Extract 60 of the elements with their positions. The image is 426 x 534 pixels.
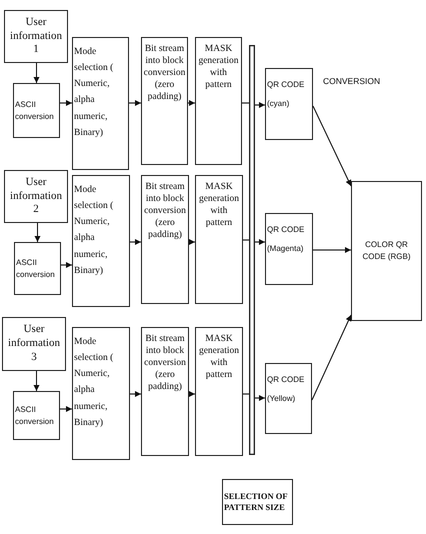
arrow (130, 239, 142, 245)
box-label: Mode selection ( Numeric, alpha numeric, Binary) (74, 336, 114, 430)
process-box (72, 37, 129, 170)
box-label: User information 3 (7, 323, 61, 365)
arrow (254, 395, 266, 401)
arrow (60, 262, 72, 268)
box-label: User information 2 (9, 176, 63, 218)
process-box (2, 317, 66, 371)
process-box (13, 391, 60, 440)
process-box (265, 68, 313, 140)
arrow (254, 102, 266, 108)
box-label: MASK generation with pattern (197, 44, 240, 92)
box-label: Bit stream into block conversion (zero padding) (143, 182, 187, 242)
box-label: User information 1 (9, 16, 63, 58)
arrow (188, 391, 196, 397)
arrow (60, 100, 72, 106)
arrow (254, 239, 266, 245)
arrow (34, 222, 40, 242)
arrow (312, 247, 352, 253)
process-box (265, 363, 312, 434)
arrow (34, 62, 40, 84)
process-box (4, 10, 68, 63)
box-label: ASCII conversion (15, 404, 55, 428)
box-label: QR CODE (Magenta) (267, 224, 306, 256)
arrow (60, 406, 72, 412)
process-box (141, 327, 189, 456)
box-label: MASK generation with pattern (198, 182, 240, 230)
box-label: Bit stream into block conversion (zero padding) (143, 44, 186, 104)
arrow (34, 370, 40, 392)
process-box (72, 327, 130, 460)
vertical-bar (249, 45, 255, 455)
process-box (4, 170, 68, 223)
box-label: QR CODE (cyan) (267, 79, 306, 110)
process-box (72, 175, 130, 307)
box-label: Mode selection ( Numeric, alpha numeric, Binary) (74, 46, 114, 140)
box-label: MASK generation with pattern (198, 334, 240, 382)
arrow (312, 314, 352, 400)
box-label: SELECTION OF PATTERN SIZE (224, 491, 288, 513)
note-box (222, 479, 293, 525)
process-box (195, 175, 243, 304)
process-box (265, 213, 313, 285)
box-label: ASCII conversion (15, 98, 55, 122)
box-label: COLOR QR CODE (RGB) (362, 239, 412, 263)
process-box (141, 37, 188, 165)
annotation-label: CONVERSION (323, 76, 380, 86)
process-box (141, 175, 189, 304)
box-label: Mode selection ( Numeric, alpha numeric, Binary) (74, 184, 114, 278)
process-box (14, 242, 61, 295)
arrow (130, 391, 142, 397)
arrow (188, 100, 196, 106)
arrow (312, 106, 352, 186)
process-box (195, 327, 243, 456)
box-label: ASCII conversion (16, 256, 56, 280)
arrow (188, 239, 196, 245)
arrow (128, 100, 142, 106)
box-label: Bit stream into block conversion (zero padding) (143, 334, 187, 394)
output-box (351, 181, 422, 321)
process-box (13, 83, 60, 138)
box-label: QR CODE (Yellow) (267, 374, 306, 406)
process-box (195, 37, 242, 165)
